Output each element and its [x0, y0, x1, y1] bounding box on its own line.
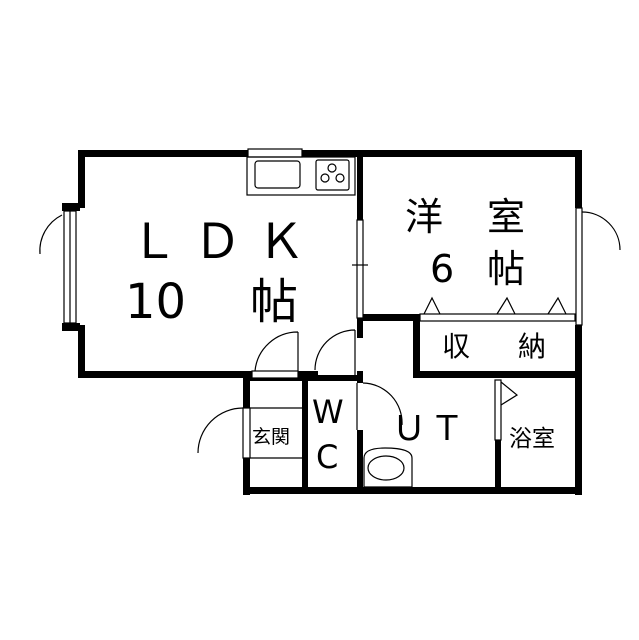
wc-label-1: W	[312, 393, 344, 431]
ldk-size: 10	[125, 274, 186, 330]
kitchen-window	[247, 148, 303, 158]
western-size: 6	[430, 247, 454, 291]
western-name-1: 洋	[405, 195, 443, 239]
ldk-name: ＬＤＫ	[130, 214, 305, 270]
wc-label-2: C	[316, 438, 338, 476]
bath-door-icon	[500, 381, 519, 406]
western-door-icon	[581, 211, 621, 251]
sliding-door	[356, 219, 364, 319]
ldk-side-door-icon	[39, 214, 63, 255]
western-name-2: 室	[487, 195, 525, 239]
closet-name-1: 収	[442, 330, 470, 363]
utility-label: ＵＴ	[392, 409, 464, 449]
entrance-label: 玄関	[252, 426, 290, 448]
bath-label: 浴室	[509, 426, 555, 452]
ldk-unit: 帖	[250, 274, 298, 330]
stove-icon	[315, 159, 350, 191]
walls	[62, 150, 582, 495]
wc-door-icon	[356, 382, 403, 430]
sink-icon	[254, 160, 301, 189]
ldk-door-icon	[254, 331, 299, 372]
kitchen-counter	[246, 156, 356, 196]
closet-door-track	[419, 313, 576, 322]
western-unit: 帖	[487, 247, 525, 291]
hall-door-icon	[314, 329, 356, 375]
room-labels: ＬＤＫ 10 帖 洋 室 6 帖 収 納 玄関 W C ＵＴ 浴室	[125, 195, 555, 476]
washbasin-icon	[363, 447, 413, 488]
closet-name-2: 納	[518, 330, 546, 363]
western-window	[575, 207, 583, 326]
fixtures	[39, 148, 621, 488]
entrance-door-icon	[197, 407, 244, 454]
